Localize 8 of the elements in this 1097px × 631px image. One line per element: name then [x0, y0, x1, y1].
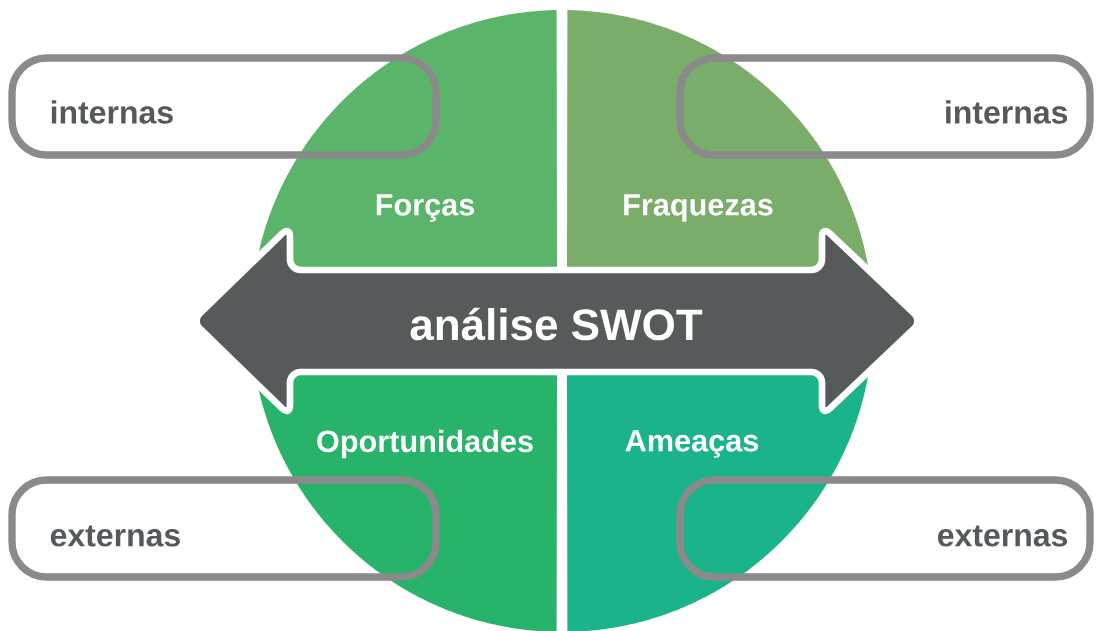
quadrant: Ameaças: [567, 374, 869, 631]
quadrant: Forças: [255, 10, 557, 268]
rounded-box: externas: [8, 476, 440, 581]
quadrant: Fraquezas: [567, 10, 869, 268]
quadrant: Oportunidades: [255, 374, 557, 631]
rounded-box: externas: [676, 476, 1094, 581]
rounded-box: internas: [8, 54, 440, 159]
rounded-box: internas: [676, 54, 1094, 159]
